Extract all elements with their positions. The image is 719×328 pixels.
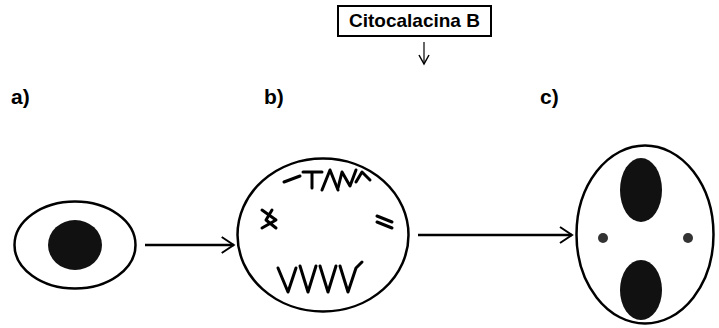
nucleus — [620, 158, 662, 222]
nucleus — [48, 220, 102, 270]
stage-label: b) — [264, 85, 284, 109]
stage-arrow — [145, 244, 234, 247]
cell: b) — [236, 157, 410, 313]
cell-outline — [236, 157, 410, 313]
cell: a) — [13, 200, 137, 290]
cell-outline — [13, 200, 137, 290]
stage-arrow — [418, 234, 572, 237]
cell: c) — [575, 144, 715, 325]
drug-arrow — [423, 42, 424, 64]
centrosome — [598, 233, 608, 243]
centrosome — [683, 233, 693, 243]
drug-name: Citocalacina B — [349, 10, 480, 31]
drug-box: Citocalacina B — [337, 5, 492, 37]
stage-label: c) — [540, 85, 559, 109]
stage-label: a) — [11, 85, 30, 109]
cell-outline — [575, 144, 715, 325]
chromosomes — [262, 170, 392, 292]
nucleus — [620, 260, 662, 320]
